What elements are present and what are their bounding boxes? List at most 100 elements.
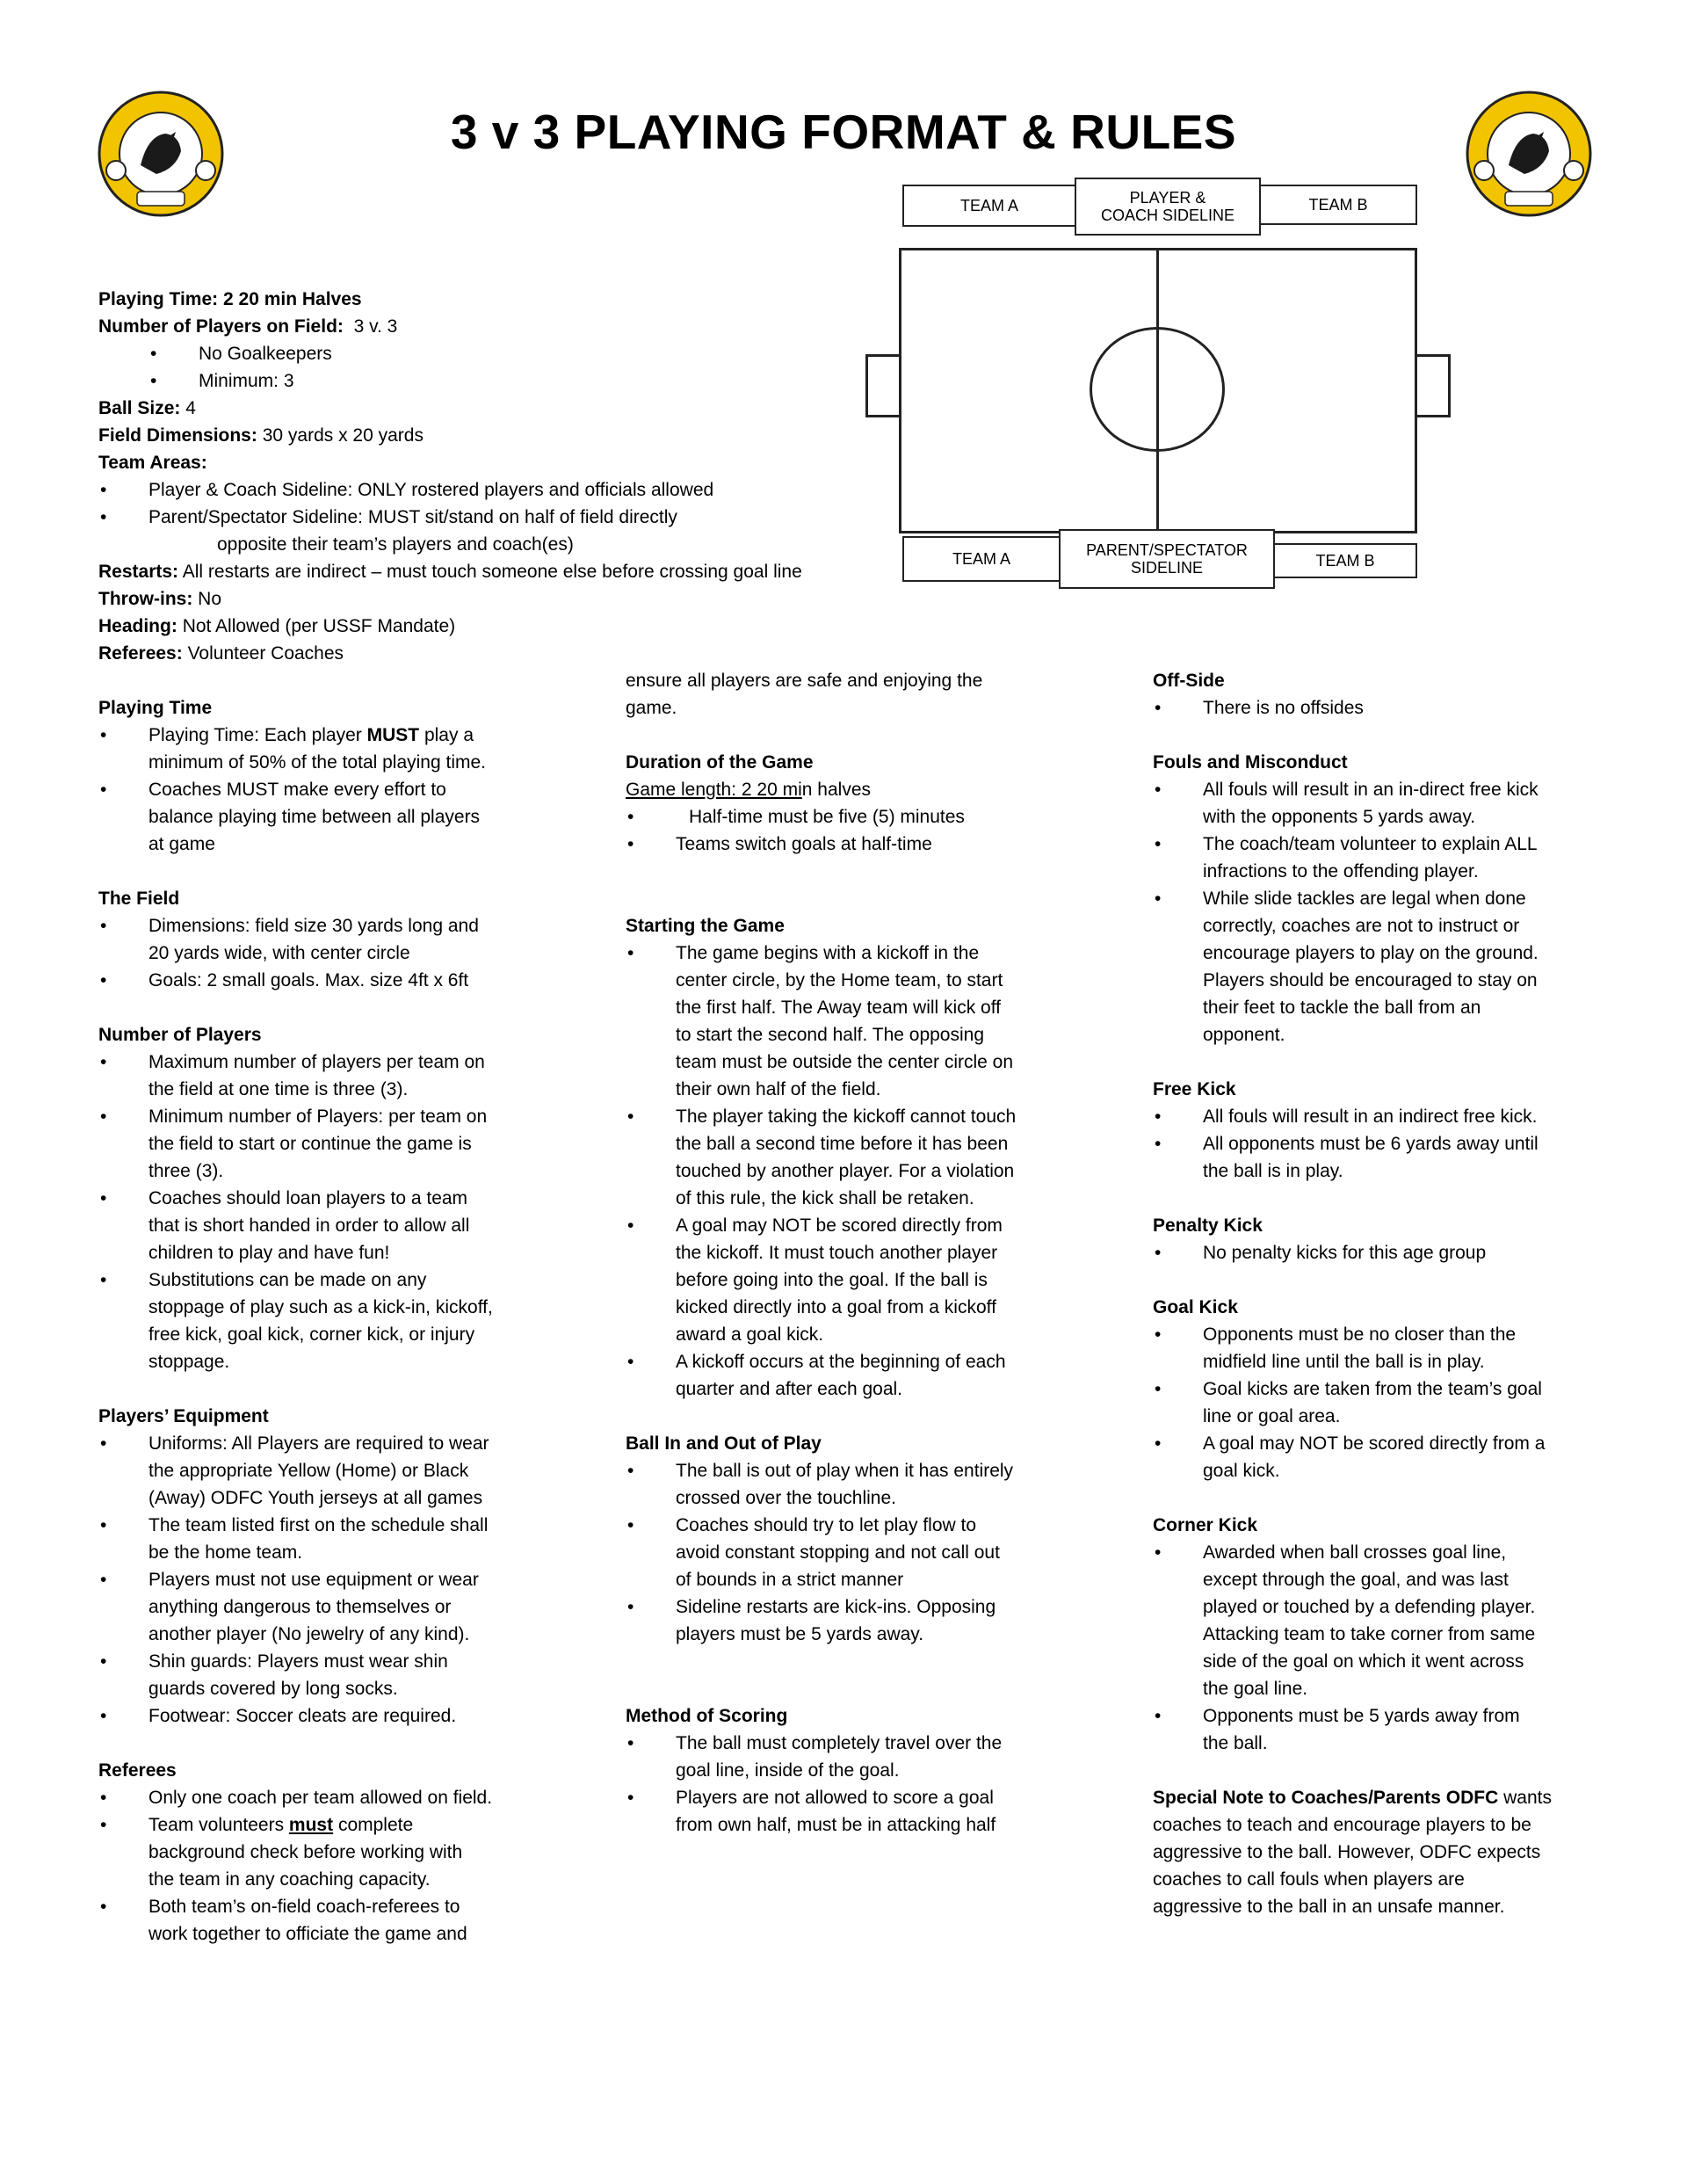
list-item: No penalty kicks for this age group [1153,1239,1662,1266]
num-players-line: Number of Players on Field: 3 v. 3 [98,316,398,337]
summary-block: Playing Time: 2 20 min Halves Number of … [98,286,889,667]
list-item: Shin guards: Players must wear shinguard… [98,1648,590,1702]
scoring-list: The ball must completely travel over the… [626,1730,1118,1839]
list-item: While slide tackles are legal when donec… [1153,885,1662,1048]
club-logo-left [95,88,227,220]
list-item: There is no offsides [1153,694,1662,722]
column-1: Playing Time Playing Time: Each player M… [98,694,590,1948]
list-item: The team listed first on the schedule sh… [98,1512,590,1566]
list-item: Awarded when ball crosses goal line,exce… [1153,1539,1662,1702]
playing-time-list: Playing Time: Each player MUST play amin… [98,722,590,858]
ball-in-out-list: The ball is out of play when it has enti… [626,1457,1118,1648]
list-item: Uniforms: All Players are required to we… [98,1430,590,1512]
list-item: Substitutions can be made on anystoppage… [98,1266,590,1375]
heading-line: Heading: Not Allowed (per USSF Mandate) [98,616,456,636]
list-item: All fouls will result in an indirect fre… [1153,1103,1662,1130]
section-title: Players’ Equipment [98,1406,269,1426]
section-title: Method of Scoring [626,1706,788,1726]
section-title: Corner Kick [1153,1515,1258,1535]
section-title: Number of Players [98,1025,262,1045]
list-item: Playing Time: Each player MUST play amin… [98,722,590,776]
field-dimensions-line: Field Dimensions: 30 yards x 20 yards [98,425,424,446]
list-item: Minimum: 3 [148,367,889,395]
section-title: Goal Kick [1153,1297,1238,1317]
right-goal [1417,354,1451,417]
goal-kick-list: Opponents must be no closer than themidf… [1153,1321,1662,1484]
section-title: Off-Side [1153,671,1225,691]
list-item: Minimum number of Players: per team onth… [98,1103,590,1185]
diagram-bottom-team-a: TEAM A [902,536,1061,582]
list-item: The game begins with a kickoff in thecen… [626,940,1118,1103]
continued-text: ensure all players are safe and enjoying… [626,671,983,718]
column-2: ensure all players are safe and enjoying… [626,667,1118,1839]
num-players-section-list: Maximum number of players per team onthe… [98,1048,590,1375]
list-item: The coach/team volunteer to explain ALLi… [1153,831,1662,885]
field-diagram: TEAM A PLAYER &COACH SIDELINE TEAM B TEA… [857,176,1451,598]
list-item: Both team’s on-field coach-referees towo… [98,1893,590,1948]
page-title: 3 v 3 PLAYING FORMAT & RULES [450,105,1237,159]
list-item: Sideline restarts are kick-ins. Opposing… [626,1593,1118,1648]
section-title: Ball In and Out of Play [626,1433,822,1454]
duration-list: Half-time must be five (5) minutes Teams… [626,803,1118,858]
list-item: Only one coach per team allowed on field… [98,1784,590,1811]
fouls-list: All fouls will result in an in-direct fr… [1153,776,1662,1048]
playing-time-line: Playing Time: 2 20 min Halves [98,289,362,309]
list-item: Footwear: Soccer cleats are required. [98,1702,590,1730]
game-length-line: Game length: 2 20 min halves [626,780,871,800]
list-item: Coaches should try to let play flow toav… [626,1512,1118,1593]
section-title: Penalty Kick [1153,1215,1263,1236]
offside-list: There is no offsides [1153,694,1662,722]
center-circle [1090,327,1225,452]
list-item: The ball is out of play when it has enti… [626,1457,1118,1512]
list-item: The ball must completely travel over the… [626,1730,1118,1784]
list-item: A goal may NOT be scored directly fromth… [626,1212,1118,1348]
team-areas-list: Player & Coach Sideline: ONLY rostered p… [98,476,889,558]
throwins-line: Throw-ins: No [98,589,222,609]
list-item: The player taking the kickoff cannot tou… [626,1103,1118,1212]
section-title: Duration of the Game [626,752,814,773]
list-item: All fouls will result in an in-direct fr… [1153,776,1662,831]
equipment-list: Uniforms: All Players are required to we… [98,1430,590,1730]
list-item: Goals: 2 small goals. Max. size 4ft x 6f… [98,967,590,994]
section-title: Free Kick [1153,1079,1236,1099]
num-players-list: No Goalkeepers Minimum: 3 [148,340,889,395]
list-item: Goal kicks are taken from the team’s goa… [1153,1375,1662,1430]
list-item: Players must not use equipment or wearan… [98,1566,590,1648]
restarts-line: Restarts: All restarts are indirect – mu… [98,562,802,582]
section-title: Starting the Game [626,916,785,936]
list-item: Coaches MUST make every effort tobalance… [98,776,590,858]
list-item: Half-time must be five (5) minutes [626,803,1118,831]
diagram-bottom-team-b: TEAM B [1273,543,1417,578]
penalty-list: No penalty kicks for this age group [1153,1239,1662,1266]
team-areas-label: Team Areas: [98,453,207,473]
list-item: Maximum number of players per team onthe… [98,1048,590,1103]
list-item: No Goalkeepers [148,340,889,367]
referees-list: Only one coach per team allowed on field… [98,1784,590,1948]
list-item: All opponents must be 6 yards away until… [1153,1130,1662,1185]
list-item: Team volunteers must completebackground … [98,1811,590,1893]
special-note: Special Note to Coaches/Parents ODFC wan… [1153,1788,1552,1917]
section-title: Playing Time [98,698,213,718]
section-title: Fouls and Misconduct [1153,752,1348,773]
list-item: A kickoff occurs at the beginning of eac… [626,1348,1118,1403]
list-item: Teams switch goals at half-time [626,831,1118,858]
referees-line: Referees: Volunteer Coaches [98,643,344,664]
ball-size-line: Ball Size: 4 [98,398,196,418]
diagram-player-coach-sideline: PLAYER &COACH SIDELINE [1075,178,1261,236]
free-kick-list: All fouls will result in an indirect fre… [1153,1103,1662,1185]
section-title: Referees [98,1760,177,1781]
club-logo-right [1463,88,1595,220]
field-list: Dimensions: field size 30 yards long and… [98,912,590,994]
list-item: Player & Coach Sideline: ONLY rostered p… [98,476,889,504]
starting-list: The game begins with a kickoff in thecen… [626,940,1118,1403]
column-3: Off-Side There is no offsides Fouls and … [1153,667,1662,1920]
list-item: Players are not allowed to score a goalf… [626,1784,1118,1839]
list-item: A goal may NOT be scored directly from a… [1153,1430,1662,1484]
list-item: Dimensions: field size 30 yards long and… [98,912,590,967]
section-title: The Field [98,889,180,909]
corner-kick-list: Awarded when ball crosses goal line,exce… [1153,1539,1662,1757]
list-item: Coaches should loan players to a teamtha… [98,1185,590,1266]
list-item: Parent/Spectator Sideline: MUST sit/stan… [98,504,889,558]
